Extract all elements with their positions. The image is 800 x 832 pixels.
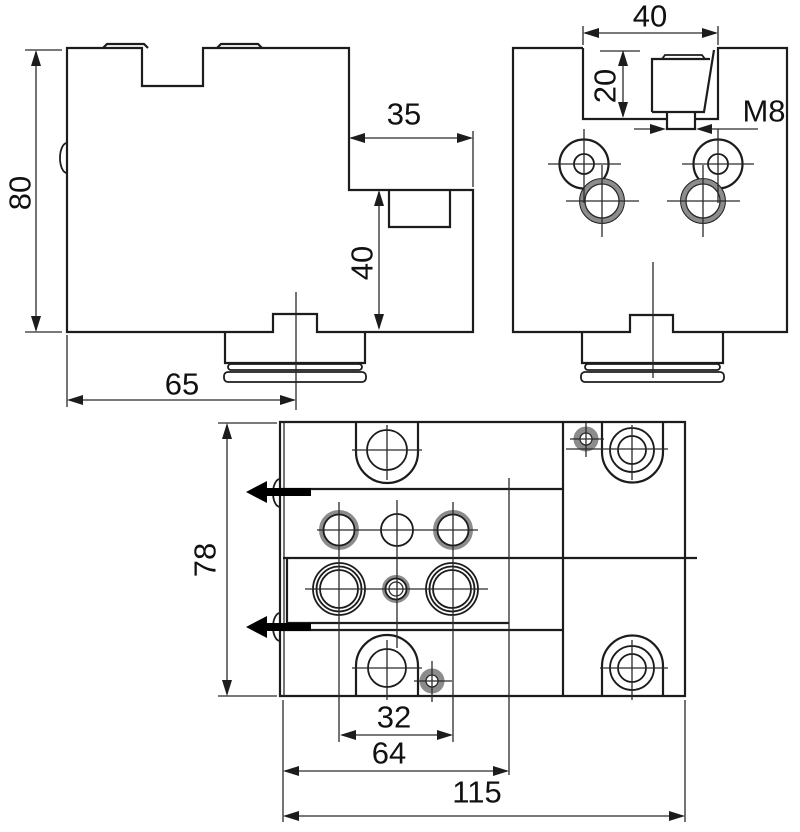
dim-label: 64	[372, 736, 406, 771]
dim-label: 32	[377, 700, 411, 735]
dim-label: 80	[3, 176, 38, 210]
side-outline	[511, 46, 789, 334]
dim-label: 78	[188, 543, 223, 577]
dim-label: 65	[165, 367, 199, 402]
slot-cutout	[387, 190, 452, 229]
plan-view: 78 32 64 115	[188, 420, 697, 822]
dim-label: 40	[345, 246, 380, 280]
crosshair	[548, 129, 639, 237]
dim-label: 115	[452, 775, 501, 810]
plan-outline	[278, 420, 687, 698]
boss-strip	[227, 363, 363, 371]
front-view: 80 65 35 40	[3, 42, 475, 410]
clamp-foot	[665, 112, 697, 131]
dim-label: 20	[588, 69, 623, 103]
dim-label: 35	[387, 97, 421, 132]
clamp-top-tab	[661, 54, 706, 60]
top-tab	[216, 42, 263, 49]
dim-plan-depth: 78	[188, 422, 277, 697]
dim-front-bottom-width: 65	[66, 335, 296, 407]
thread-label: M8	[742, 94, 785, 129]
dim-port-spacing: 32	[340, 700, 453, 740]
flow-arrow-icon	[246, 481, 311, 503]
clamp-element	[650, 49, 716, 131]
side-view: 40 20 M8	[511, 0, 789, 383]
crosshair	[667, 129, 754, 237]
boss-strip	[223, 371, 367, 383]
clamp-body	[650, 49, 716, 114]
dim-front-step-width: 35	[349, 97, 474, 187]
crosshair	[305, 423, 668, 742]
clamp-recess	[581, 48, 667, 121]
dim-front-height: 80	[3, 49, 62, 333]
dim-side-top-width: 40	[582, 0, 719, 45]
top-tab	[102, 42, 149, 49]
dim-total-width: 115	[282, 700, 686, 822]
dim-front-step-height: 40	[345, 190, 384, 330]
front-outline	[65, 46, 475, 334]
thread-callout: M8	[634, 94, 786, 134]
bottom-boss	[223, 332, 367, 365]
flow-arrow-icon	[246, 616, 311, 638]
dim-clamp-depth: 20	[588, 50, 640, 118]
dim-mid-width: 64	[283, 736, 509, 776]
port-bump	[59, 142, 68, 174]
dim-label: 40	[633, 0, 667, 34]
